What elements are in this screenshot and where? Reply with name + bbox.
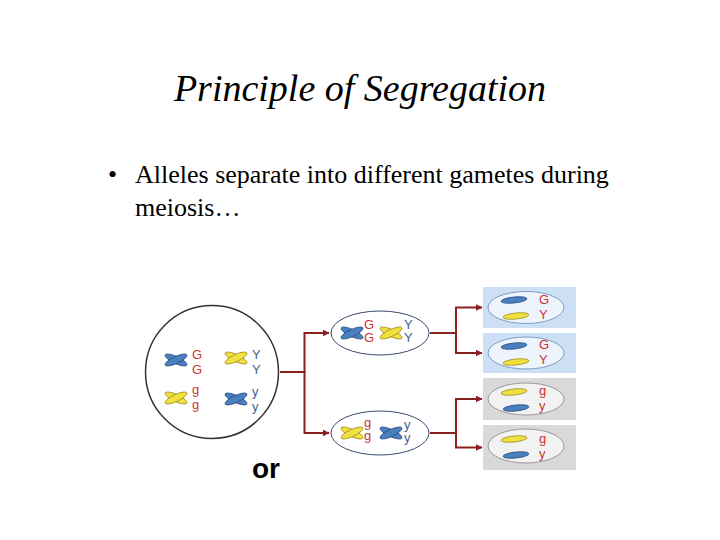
cell-membrane xyxy=(146,306,279,439)
allele-letter: G xyxy=(364,318,374,331)
chromosome-pair xyxy=(224,350,249,366)
chromatid xyxy=(501,296,527,305)
chromatid xyxy=(503,358,529,367)
allele-letter: y xyxy=(404,418,411,431)
connector-word: or xyxy=(252,452,312,485)
chromatid xyxy=(340,325,365,341)
allele-letter: y xyxy=(404,431,411,444)
gamete-membrane xyxy=(488,429,564,463)
allele-letter: g xyxy=(364,416,371,429)
allele-letter: y xyxy=(252,400,259,413)
chromatid xyxy=(164,390,189,406)
chromatid xyxy=(340,325,365,341)
chromatid xyxy=(379,325,404,341)
slide-title: Principle of Segregation xyxy=(0,66,720,112)
parent-cell: GGgg YYyy xyxy=(144,304,280,440)
cell-membrane xyxy=(331,311,429,355)
allele-letter: g xyxy=(192,398,199,411)
gamete-box: GY xyxy=(483,333,576,373)
chromatid xyxy=(224,391,249,407)
arrow-connector xyxy=(430,399,482,433)
chromatid xyxy=(164,352,189,368)
chromatid xyxy=(224,350,249,366)
allele-letter: g xyxy=(364,429,371,442)
allele-letter: Y xyxy=(539,353,548,366)
allele-letter: Y xyxy=(404,331,413,344)
chromatid xyxy=(164,352,189,368)
chromatid xyxy=(501,388,527,397)
allele-letter: G xyxy=(539,293,549,306)
chromatid xyxy=(379,425,404,441)
allele-letter: y xyxy=(252,385,259,398)
cell-outline xyxy=(330,310,430,356)
chromatid xyxy=(503,451,529,460)
chromatid xyxy=(503,404,529,413)
allele-letter: G xyxy=(192,348,202,361)
allele-letter: g xyxy=(192,383,199,396)
cell-outline xyxy=(330,410,430,456)
allele-letter: Y xyxy=(539,308,548,321)
allele-letter: Y xyxy=(252,363,261,376)
chromatid xyxy=(501,342,527,351)
allele-letter: Y xyxy=(404,318,413,331)
arrow-connector xyxy=(280,372,329,433)
allele-letter: G xyxy=(192,363,202,376)
allele-letter: G xyxy=(539,338,549,351)
allele-letter: g xyxy=(539,432,546,445)
chromatid xyxy=(503,312,529,321)
chromosome-pair xyxy=(379,425,404,441)
daughter-cell: GG YY xyxy=(330,310,430,356)
chromatid xyxy=(340,425,365,441)
gamete-membrane xyxy=(488,383,564,415)
allele-letter: G xyxy=(364,331,374,344)
bullet: • xyxy=(108,158,138,191)
bullet-text: Alleles separate into different gametes … xyxy=(135,158,615,224)
arrow-connector xyxy=(430,308,482,334)
chromosome-pair xyxy=(164,352,189,368)
chromatid xyxy=(379,425,404,441)
gamete-box: GY xyxy=(483,287,576,328)
gamete-membrane xyxy=(488,292,564,324)
chromosome-pair xyxy=(340,325,365,341)
chromatid xyxy=(340,425,365,441)
arrow-connector xyxy=(430,433,482,448)
chromatid xyxy=(379,325,404,341)
cell-membrane xyxy=(331,411,429,455)
allele-letter: y xyxy=(539,399,546,412)
chromatid xyxy=(501,435,527,444)
allele-letter: g xyxy=(539,384,546,397)
chromosome-pair xyxy=(224,391,249,407)
chromatid xyxy=(224,391,249,407)
chromatid xyxy=(224,350,249,366)
allele-letter: y xyxy=(539,447,546,460)
allele-letter: Y xyxy=(252,348,261,361)
gamete-box: gy xyxy=(483,378,576,420)
chromatid xyxy=(164,390,189,406)
chromosome-pair xyxy=(340,425,365,441)
gamete-membrane xyxy=(488,337,564,369)
daughter-cell: gg yy xyxy=(330,410,430,456)
chromosome-pair xyxy=(379,325,404,341)
chromosome-pair xyxy=(164,390,189,406)
arrow-connector xyxy=(430,333,482,353)
arrow-connector xyxy=(280,333,329,372)
gamete-box: gy xyxy=(483,425,576,470)
